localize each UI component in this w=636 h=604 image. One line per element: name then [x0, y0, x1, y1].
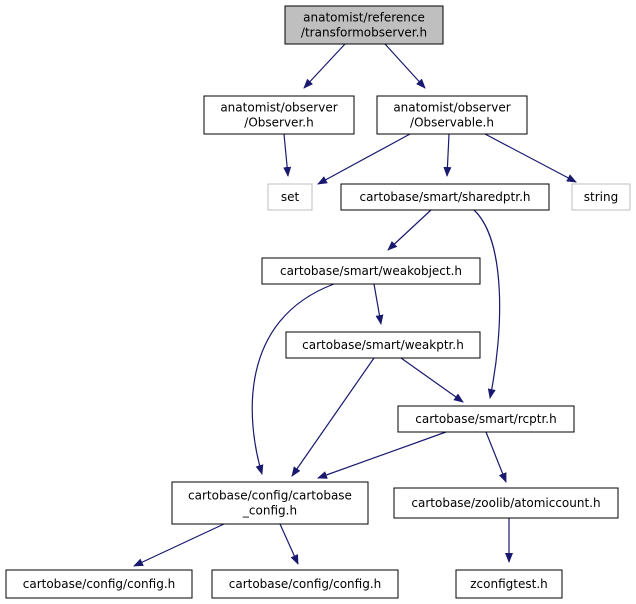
edge-sharedptr-to-rcptr — [473, 209, 501, 399]
edge-rcptr-to-cartoconfig — [317, 431, 447, 479]
edge-weakptr-to-cartoconfig — [291, 357, 375, 477]
node-zconfigtest[interactable]: zconfigtest.h — [455, 569, 563, 599]
node-label: cartobase/smart/weakptr.h — [302, 338, 464, 352]
node-box — [261, 257, 481, 285]
edge-cartoconfig-to-config1 — [133, 523, 225, 567]
edge-weakobject-to-weakptr — [373, 283, 384, 325]
node-label: cartobase/smart/rcptr.h — [415, 412, 556, 426]
node-string[interactable]: string — [571, 183, 631, 211]
node-config2[interactable]: cartobase/config/config.h — [211, 569, 399, 599]
node-observable[interactable]: anatomist/observer/Observable.h — [376, 95, 528, 135]
node-box — [203, 95, 355, 135]
node-label: set — [281, 190, 300, 204]
node-label: cartobase/smart/sharedptr.h — [359, 190, 530, 204]
node-label: anatomist/reference — [303, 11, 425, 25]
node-label: cartobase/config/config.h — [229, 577, 381, 591]
edge-observer-to-set — [283, 133, 292, 177]
node-set[interactable]: set — [267, 183, 313, 211]
node-box — [171, 481, 369, 525]
node-box — [376, 95, 528, 135]
edge-observable-to-string — [484, 133, 577, 183]
node-label: cartobase/zoolib/atomiccount.h — [411, 496, 600, 510]
node-box — [340, 183, 550, 211]
edge-sharedptr-to-weakobject — [387, 209, 432, 251]
node-box — [455, 569, 563, 599]
node-box — [211, 569, 399, 599]
node-weakptr[interactable]: cartobase/smart/weakptr.h — [285, 331, 481, 359]
node-label: cartobase/config/config.h — [23, 577, 175, 591]
node-label: /transformobserver.h — [301, 26, 427, 40]
edge-rcptr-to-atomiccount — [485, 431, 507, 483]
node-observer[interactable]: anatomist/observer/Observer.h — [203, 95, 355, 135]
nodes-layer: anatomist/reference/transformobserver.ha… — [5, 5, 631, 599]
node-weakobject[interactable]: cartobase/smart/weakobject.h — [261, 257, 481, 285]
node-label: /Observable.h — [410, 116, 494, 130]
node-label: cartobase/config/cartobase — [188, 489, 352, 503]
node-label: anatomist/observer — [220, 101, 337, 115]
node-label: cartobase/smart/weakobject.h — [280, 264, 462, 278]
node-box — [397, 405, 575, 433]
node-box — [571, 183, 631, 211]
node-box — [267, 183, 313, 211]
node-label: /Observer.h — [244, 116, 313, 130]
node-label: string — [584, 190, 618, 204]
edge-transform-to-observer — [303, 43, 346, 89]
node-box — [285, 331, 481, 359]
node-cartoconfig[interactable]: cartobase/config/cartobase_config.h — [171, 481, 369, 525]
node-config1[interactable]: cartobase/config/config.h — [5, 569, 193, 599]
edge-transform-to-observable — [384, 43, 426, 89]
node-label: zconfigtest.h — [470, 577, 547, 591]
edges-layer — [133, 43, 577, 567]
node-box — [393, 487, 619, 519]
node-transform[interactable]: anatomist/reference/transformobserver.h — [284, 5, 444, 45]
edge-weakobject-to-cartoconfig — [251, 283, 335, 475]
edge-cartoconfig-to-config2 — [279, 523, 299, 565]
edge-weakptr-to-rcptr — [400, 357, 464, 403]
node-label: _config.h — [242, 504, 297, 518]
node-sharedptr[interactable]: cartobase/smart/sharedptr.h — [340, 183, 550, 211]
edge-observable-to-sharedptr — [443, 133, 452, 177]
node-rcptr[interactable]: cartobase/smart/rcptr.h — [397, 405, 575, 433]
node-atomiccount[interactable]: cartobase/zoolib/atomiccount.h — [393, 487, 619, 519]
node-box — [5, 569, 193, 599]
node-box — [284, 5, 444, 45]
edge-observable-to-set — [317, 133, 411, 185]
node-label: anatomist/observer — [393, 101, 510, 115]
